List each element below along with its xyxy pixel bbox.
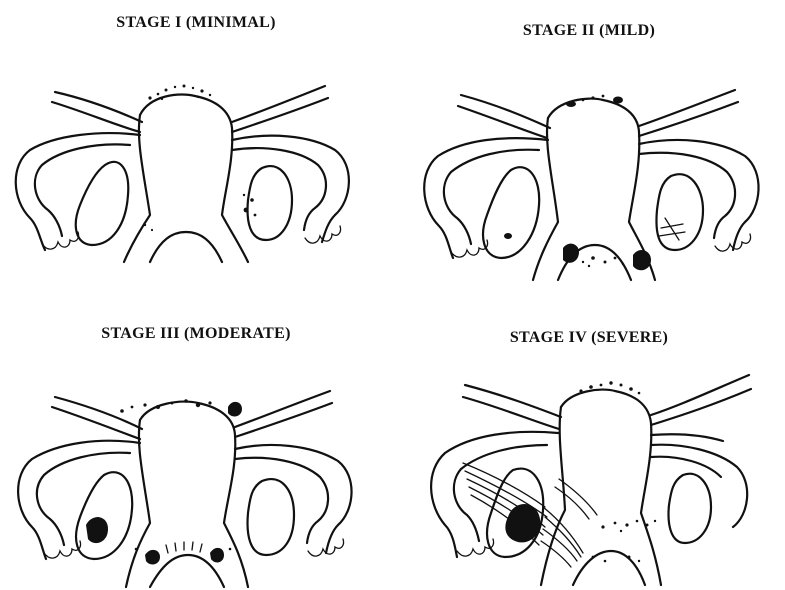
stage-3-panel: STAGE III (MODERATE) [0,295,392,590]
stage-4-lesions [505,381,656,562]
stage-2-panel: STAGE II (MILD) [393,0,785,295]
stage-3-lesions [86,399,242,564]
stage-1-uterus-drawing [0,0,392,295]
stage-4-uterus-drawing [393,295,785,590]
stage-3-uterus-drawing [0,295,392,590]
stage-1-lesions [144,85,257,232]
stage-2-uterus-drawing [393,0,785,295]
stage-4-panel: STAGE IV (SEVERE) [393,295,785,590]
stage-1-panel: STAGE I (MINIMAL) [0,0,392,295]
